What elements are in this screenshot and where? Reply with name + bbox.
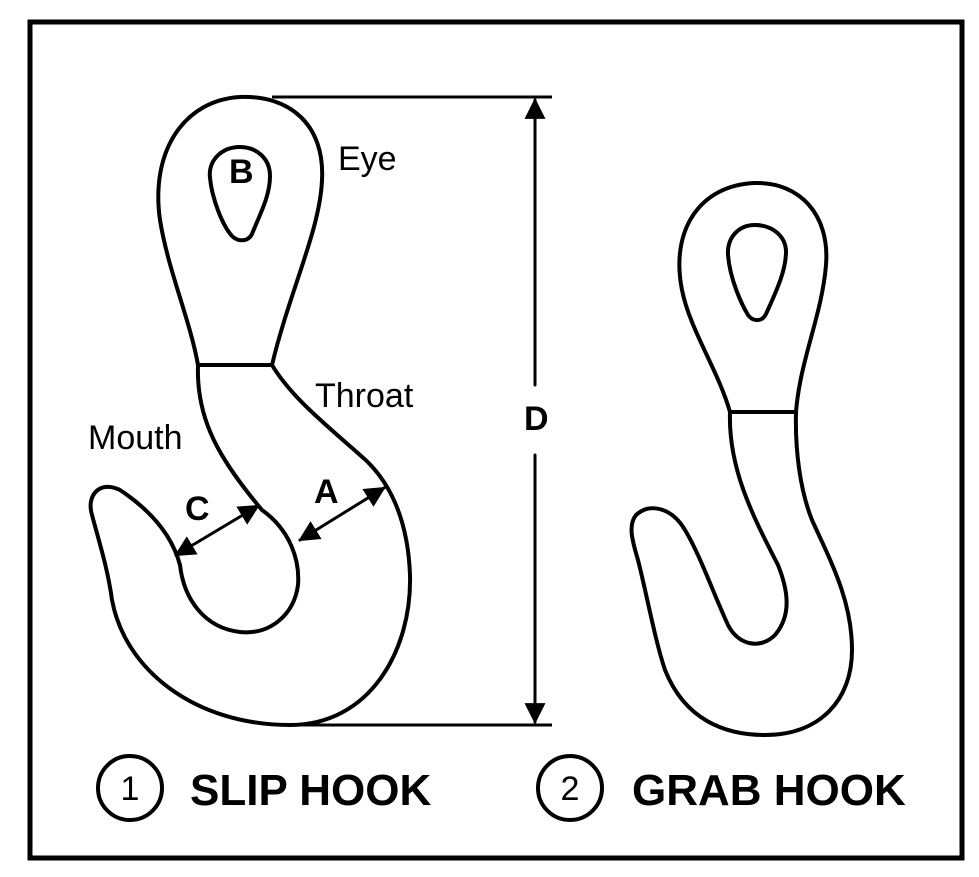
grab-hook-eye-hole bbox=[725, 223, 788, 323]
label-throat: Throat bbox=[315, 377, 414, 415]
dimension-c-arrow bbox=[174, 504, 260, 557]
diagram-frame bbox=[27, 19, 965, 861]
label-mouth: Mouth bbox=[88, 419, 183, 457]
caption-number-2: 2 bbox=[561, 770, 580, 808]
label-eye: Eye bbox=[338, 140, 397, 178]
label-dimension-b: B bbox=[229, 153, 254, 191]
slip-hook-body bbox=[88, 363, 413, 727]
label-dimension-d: D bbox=[524, 400, 549, 438]
slip-hook-eye-hole bbox=[207, 145, 272, 243]
caption-number-circle-2 bbox=[536, 754, 604, 822]
caption-text-slip-hook: SLIP HOOK bbox=[190, 766, 431, 815]
label-dimension-c: C bbox=[185, 490, 210, 528]
dimension-a-arrow bbox=[298, 486, 386, 542]
grab-hook bbox=[629, 180, 854, 737]
caption-slip-hook: 1 SLIP HOOK bbox=[96, 754, 431, 822]
slip-hook bbox=[88, 94, 413, 727]
caption-number-1: 1 bbox=[121, 770, 140, 808]
caption-grab-hook: 2 GRAB HOOK bbox=[536, 754, 906, 822]
caption-number-circle-1 bbox=[96, 754, 164, 822]
label-dimension-a: A bbox=[314, 473, 339, 511]
grab-hook-body bbox=[629, 410, 854, 737]
caption-text-grab-hook: GRAB HOOK bbox=[632, 766, 906, 815]
